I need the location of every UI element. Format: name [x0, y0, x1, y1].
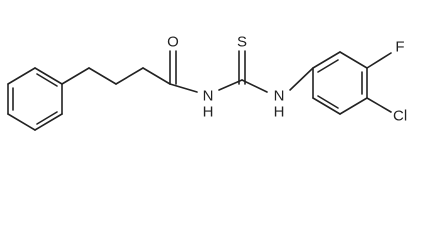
bond [289, 67, 314, 91]
alkyl-chain [61, 67, 171, 85]
phenyl-ring [7, 67, 63, 131]
double-bond-inner [36, 111, 58, 125]
fluorine-substituent: F [366, 39, 405, 69]
thiocarbonyl-group: S [237, 34, 247, 85]
bond [241, 79, 268, 93]
hydrogen-atom-label: H [274, 104, 285, 121]
nitrogen-atom-label: N [203, 88, 214, 105]
amide-nh-group: N H [169, 79, 243, 121]
bond [34, 113, 63, 131]
thioamide-nh-group: N H [241, 67, 314, 121]
double-bond-inner [36, 73, 58, 87]
bond [34, 67, 63, 85]
bond [7, 113, 36, 131]
chlorine-atom-label: Cl [393, 108, 407, 125]
sulfur-atom-label: S [237, 34, 247, 51]
nitrogen-atom-label: N [274, 88, 285, 105]
fluorine-atom-label: F [395, 39, 404, 56]
bond [88, 67, 117, 85]
bond [366, 52, 392, 69]
hydrogen-atom-label: H [203, 104, 214, 121]
bond [312, 51, 341, 69]
bond [61, 67, 90, 85]
bond [366, 97, 392, 113]
bond [7, 67, 36, 85]
bond [142, 67, 171, 85]
chlorofluorophenyl-ring [312, 51, 368, 115]
bond [218, 79, 243, 91]
bond [339, 97, 368, 115]
double-bond-inner [317, 59, 339, 73]
chlorine-substituent: Cl [366, 97, 407, 125]
bond [115, 67, 144, 85]
structure-canvas: O N H S N H [7, 34, 407, 131]
bond [312, 97, 341, 115]
carbonyl-group: O [167, 34, 179, 85]
bond [339, 51, 368, 69]
bond [169, 83, 198, 93]
oxygen-atom-label: O [167, 34, 179, 51]
double-bond-inner [317, 95, 339, 109]
chemical-structure-diagram: O N H S N H [7, 34, 407, 131]
